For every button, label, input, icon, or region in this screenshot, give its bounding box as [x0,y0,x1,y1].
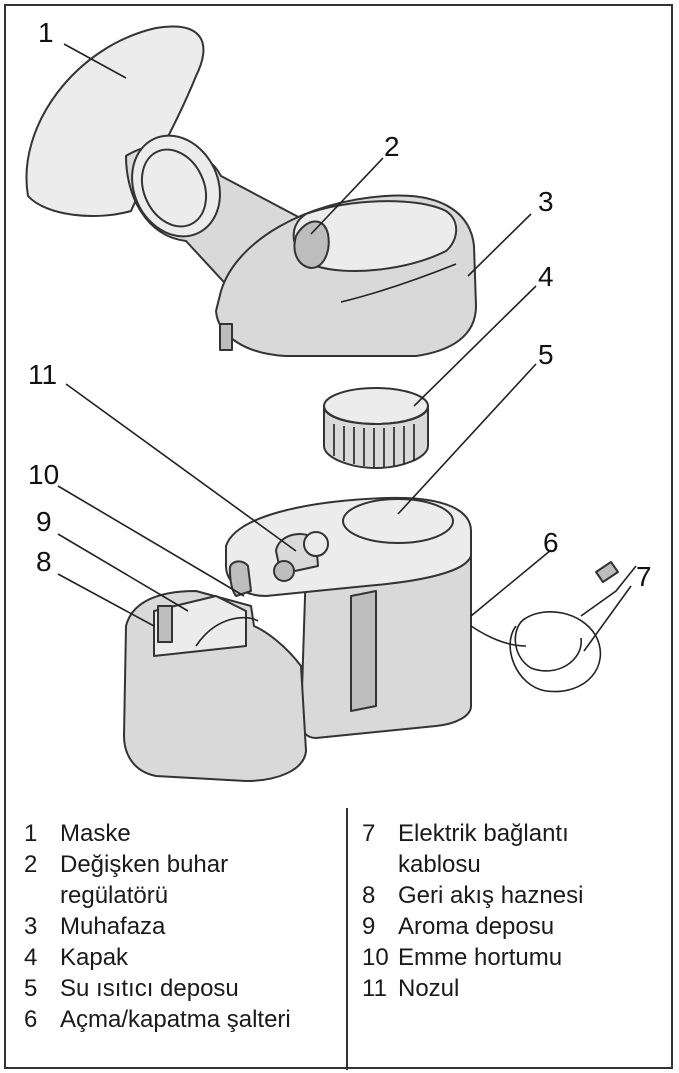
legend-divider [346,808,348,1070]
legend-item-4: 4 Kapak [24,944,129,971]
callout-9: 9 [36,506,52,537]
legend-column-right: 7 Elektrik bağlantı kablosu 8 Geri akış … [362,818,662,1004]
callout-numbers: 1 2 3 4 5 6 7 8 9 10 11 [28,17,652,592]
callout-6: 6 [543,527,559,558]
legend-column-left: 1 Maske 2 Değişken buhar regülatörü 3 Mu… [24,818,339,1035]
callout-1: 1 [38,17,54,48]
legend-item-5: 5 Su ısıtıcı deposu [24,975,239,1002]
legend-item-7: 7 Elektrik bağlantı kablosu [362,820,569,878]
callout-4: 4 [538,261,554,292]
callout-3: 3 [538,186,554,217]
callout-11: 11 [28,359,57,390]
base-unit-part [123,496,637,782]
legend-item-8: 8 Geri akış haznesi [362,882,584,909]
housing-part [215,194,477,357]
cap-part [323,387,429,469]
callout-10: 10 [28,459,59,490]
legend-item-3: 3 Muhafaza [24,913,166,940]
legend-item-11: 11 Nozul [362,975,460,1002]
callout-5: 5 [538,339,554,370]
legend-item-9: 9 Aroma deposu [362,913,555,940]
callout-8: 8 [36,546,52,577]
legend-item-1: 1 Maske [24,820,131,847]
device-diagram: 1 2 3 4 5 6 7 8 9 10 11 [25,17,652,782]
leader-lines [57,43,632,652]
legend-item-6: 6 Açma/kapatma şalteri [24,1006,291,1033]
mask-part [25,25,337,307]
callout-2: 2 [384,131,400,162]
callout-7: 7 [636,561,652,592]
legend-item-10: 10 Emme hortumu [362,944,563,971]
parts-legend: 1 Maske 2 Değişken buhar regülatörü 3 Mu… [6,806,675,1070]
legend-item-2: 2 Değişken buhar regülatörü [24,851,229,909]
figure-frame: 1 2 3 4 5 6 7 8 9 10 11 1 Maske 2 Değişk… [4,4,675,1070]
